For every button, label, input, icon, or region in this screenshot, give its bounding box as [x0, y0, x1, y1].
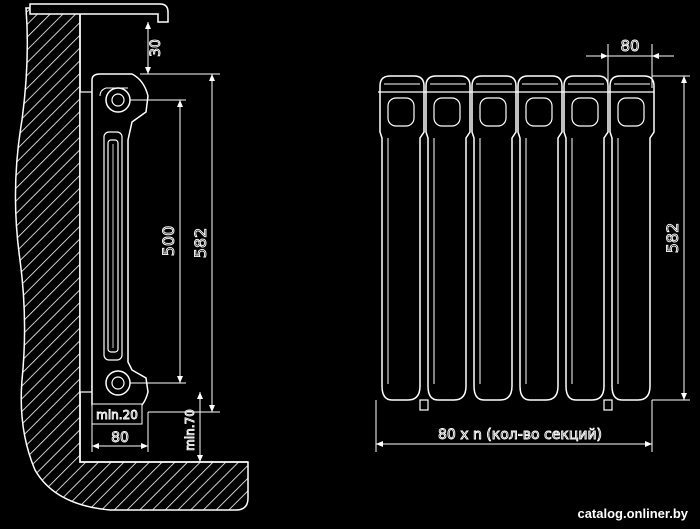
- wall-gap-dimension: min.20: [91, 403, 143, 425]
- radiator-front-sections: [378, 75, 655, 411]
- radiator-section: [425, 75, 471, 401]
- top-clearance-label: 30: [148, 39, 164, 57]
- front-height-dimension: 582: [652, 75, 690, 401]
- depth-dimension: 80: [91, 412, 149, 452]
- front-height-label: 582: [663, 223, 682, 254]
- floor-gap-label: min.70: [183, 409, 197, 451]
- section-width-dimension: 80: [586, 37, 674, 88]
- side-view: 30 582 500 min.20 80: [14, 3, 249, 511]
- height-label: 582: [191, 228, 210, 259]
- radiator-side-profile: [91, 73, 149, 413]
- axis-distance-label: 500: [159, 226, 178, 257]
- floor-gap-dimension: min.70: [148, 392, 206, 462]
- section-width-label: 80: [620, 37, 639, 55]
- height-dimension: 582: [148, 73, 220, 413]
- radiator-section: [609, 75, 655, 401]
- wall-gap-label: min.20: [96, 408, 138, 422]
- total-width-label: 80 x n (кол-во секций): [438, 427, 602, 443]
- watermark: catalog.onliner.by: [577, 506, 688, 521]
- mounting-foot: [419, 399, 429, 411]
- wall-bracket: [79, 91, 93, 393]
- radiator-section: [379, 75, 425, 401]
- radiator-section: [563, 75, 609, 401]
- top-clearance-dimension: 30: [140, 22, 165, 75]
- front-view: 80 582 80 x n (кол-во секций): [375, 37, 690, 452]
- radiator-section: [471, 75, 517, 401]
- window-sill: [29, 3, 169, 23]
- wall-section: [14, 7, 249, 511]
- depth-label: 80: [111, 430, 129, 446]
- axis-distance-dimension: 500: [130, 99, 186, 384]
- mounting-foot: [603, 399, 613, 411]
- radiator-section: [517, 75, 563, 401]
- total-width-dimension: 80 x n (кол-во секций): [375, 400, 653, 452]
